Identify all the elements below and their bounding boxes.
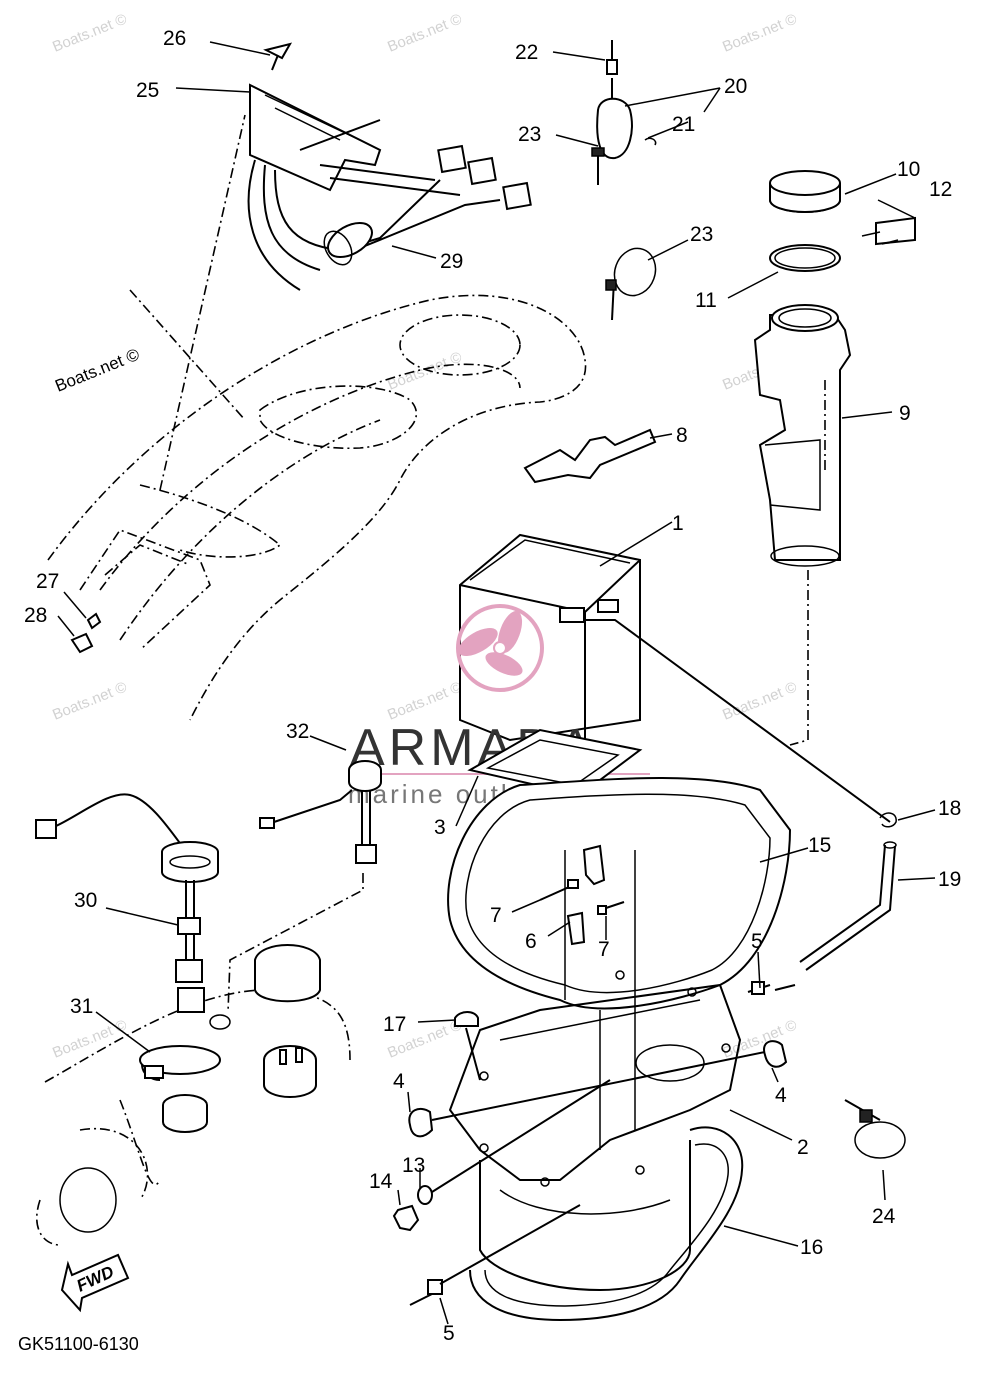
leader-lines [57,41,936,1325]
callout-29: 29 [440,250,463,273]
callout-3: 3 [434,816,446,839]
parts-27-28 [70,612,102,654]
callout-32: 32 [286,720,309,743]
tank-strap-16 [469,1126,744,1322]
clamp-20-23 [591,40,657,185]
callout-11: 11 [695,289,717,312]
watermark: Boats.net © [720,1016,799,1061]
connectors [339,144,532,251]
callout-10: 10 [897,158,920,181]
callout-12: 12 [929,178,952,201]
callout-27: 27 [36,570,59,593]
callout-22: 22 [515,41,538,64]
watermark: Boats.net © [50,678,129,723]
tie-23 [605,247,657,321]
watermark: Boats.net © [50,1016,129,1061]
hull-outline [35,114,587,1246]
callout-24: 24 [872,1205,896,1228]
callout-13: 13 [402,1154,425,1177]
fuel-tank-2 [447,777,792,1292]
fuel-sender-30 [35,793,231,1030]
callout-labels: 1 2 3 4 4 5 5 6 7 7 8 9 10 11 12 13 14 1… [24,27,961,1345]
callout-5b: 5 [443,1322,455,1345]
callout-8: 8 [676,424,688,447]
callout-17: 17 [383,1013,406,1036]
hose-19 [799,812,897,971]
watermark: Boats.net © [50,10,129,55]
diagram-code: GK51100-6130 [18,1334,139,1354]
callout-2: 2 [797,1136,809,1159]
callout-7a: 7 [490,904,502,927]
callout-4a: 4 [393,1070,405,1093]
grommet-29 [323,221,373,266]
callout-31: 31 [70,995,93,1018]
callout-6: 6 [525,930,537,953]
callout-7b: 7 [598,938,610,961]
callout-21: 21 [672,113,695,136]
sensor-32 [227,760,382,1013]
watermark: Boats.net © [720,10,799,55]
small-parts [392,844,906,1306]
callout-16: 16 [800,1236,823,1259]
callout-1: 1 [672,512,684,535]
callout-23b: 23 [690,223,713,246]
callout-26: 26 [163,27,186,50]
watermark: Boats.net © [385,348,464,393]
filler-assembly [753,170,916,746]
switch-housing-25 [247,83,461,291]
fwd-arrow: FWD [60,1253,130,1313]
callout-9: 9 [899,402,911,425]
callout-14: 14 [369,1170,393,1193]
watermark: Boats.net © [385,678,464,723]
callout-15: 15 [808,834,831,857]
callout-5a: 5 [751,930,763,953]
callout-25: 25 [136,79,159,102]
callout-30: 30 [74,889,97,912]
watermark-bold: Boats.net © [52,345,142,396]
watermark: Boats.net © [720,678,799,723]
tank-cap-31 [139,944,321,1133]
callout-28: 28 [24,604,47,627]
watermark: Boats.net © [385,10,464,55]
callout-23a: 23 [518,123,541,146]
callout-4b: 4 [775,1084,787,1107]
callout-20: 20 [724,75,747,98]
callout-18: 18 [938,797,961,820]
callout-19: 19 [938,868,961,891]
screw-26 [263,42,293,71]
battery-band-8 [523,428,657,484]
